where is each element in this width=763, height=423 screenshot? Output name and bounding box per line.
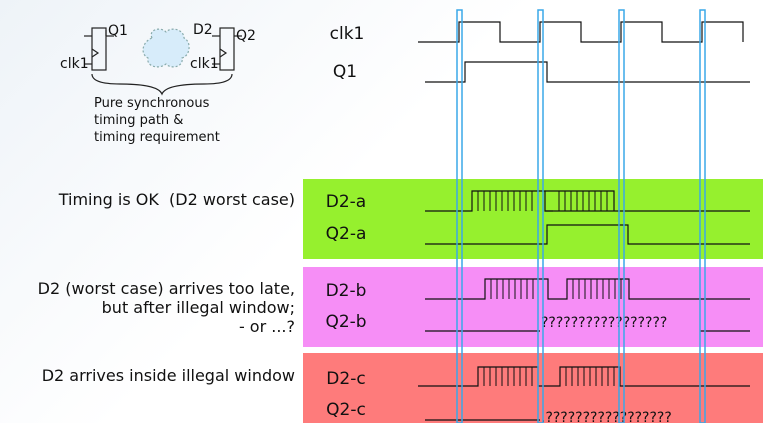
signal-label-clk1: clk1 — [329, 24, 365, 44]
schematic-clk-left-label: clk1 — [60, 56, 89, 72]
q1-waveform — [425, 61, 750, 83]
clk1-waveform — [418, 21, 744, 43]
d2c-waveform — [418, 366, 750, 387]
schematic-q2-label: Q2 — [236, 28, 256, 44]
curly-brace — [91, 73, 233, 96]
edge-marker-4 — [699, 9, 706, 423]
flip-flop-1 — [91, 27, 107, 71]
band-illegal-window — [303, 353, 763, 423]
clock-triangle-2 — [219, 48, 228, 58]
d2a-waveform-2 — [545, 190, 615, 211]
description-timing-ok: Timing is OK (D2 worst case) — [58, 190, 295, 209]
logic-cloud — [142, 28, 190, 68]
signal-label-q2b: Q2-b — [325, 312, 367, 332]
signal-label-q2a: Q2-a — [325, 224, 367, 244]
signal-label-d2a: D2-a — [325, 192, 367, 212]
q2a-waveform — [425, 224, 750, 245]
schematic-d2-label: D2 — [193, 22, 213, 38]
description-illegal-window: D2 arrives inside illegal window — [41, 366, 295, 385]
d2b-waveform — [425, 278, 750, 300]
edge-marker-1 — [456, 9, 463, 423]
edge-marker-3 — [618, 9, 625, 423]
clock-triangle-1 — [91, 48, 100, 58]
q2c-unknown: .????????????????? — [541, 410, 672, 423]
transition-hatch — [477, 191, 622, 386]
d2a-waveform — [425, 190, 750, 212]
signal-label-q2c: Q2-c — [326, 400, 366, 420]
schematic-q1-label: Q1 — [108, 23, 128, 39]
signal-label-q1: Q1 — [332, 62, 358, 82]
signal-label-d2b: D2-b — [325, 281, 367, 301]
description-too-late: D2 (worst case) arrives too late, but af… — [37, 279, 295, 336]
schematic-caption: Pure synchronous timing path & timing re… — [94, 96, 220, 145]
signal-label-d2c: D2-c — [326, 369, 366, 389]
flip-flop-2 — [219, 27, 235, 71]
edge-marker-2 — [537, 9, 544, 423]
q2b-unknown: ????????????????? — [541, 315, 667, 331]
schematic — [84, 27, 242, 96]
clock-edge-markers — [456, 9, 706, 423]
band-timing-ok — [303, 179, 763, 259]
schematic-clk-right-label: clk1 — [190, 56, 219, 72]
